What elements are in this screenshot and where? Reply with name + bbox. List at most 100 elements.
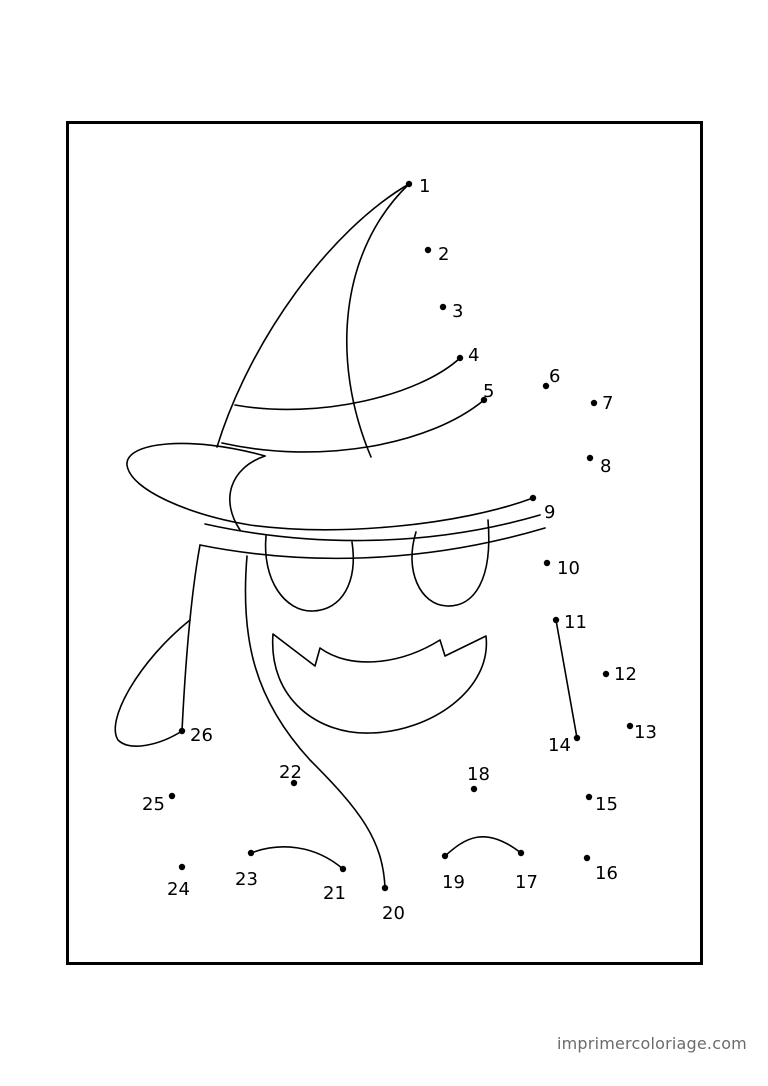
dot-number-label: 24 xyxy=(167,879,190,900)
dot-number-label: 18 xyxy=(467,764,490,785)
ghost-body-line xyxy=(244,555,386,889)
mouth xyxy=(271,633,488,734)
dot-number-label: 17 xyxy=(515,872,538,893)
watermark-text: imprimercoloriage.com xyxy=(557,1034,747,1053)
dot-number-label: 16 xyxy=(595,863,618,884)
dot-number-label: 8 xyxy=(600,456,611,477)
dot-4: 4 xyxy=(456,345,479,366)
dot-marker xyxy=(543,559,551,567)
dot-8: 8 xyxy=(586,454,611,477)
ghost-left-side xyxy=(181,544,201,732)
dot-number-label: 25 xyxy=(142,794,165,815)
dot-number-label: 15 xyxy=(595,794,618,815)
dot-marker xyxy=(247,849,255,857)
dot-number-label: 26 xyxy=(190,725,213,746)
dot-3: 3 xyxy=(439,301,463,322)
right-eye xyxy=(411,519,490,607)
dot-13: 13 xyxy=(626,722,657,743)
dot-number-label: 23 xyxy=(235,869,258,890)
dot-number-label: 4 xyxy=(468,345,479,366)
dot-21: 21 xyxy=(323,865,347,904)
dot-marker xyxy=(602,670,610,678)
dot-number-label: 9 xyxy=(544,502,555,523)
dot-marker xyxy=(178,863,186,871)
dot-marker xyxy=(441,852,449,860)
dot-marker xyxy=(381,884,389,892)
dot-marker xyxy=(470,785,478,793)
dot-23: 23 xyxy=(235,849,258,890)
dot-number-label: 14 xyxy=(548,735,571,756)
dot-2: 2 xyxy=(424,244,449,265)
dot-17: 17 xyxy=(515,849,538,893)
dot-marker xyxy=(626,722,634,730)
left-eye xyxy=(264,535,354,612)
dot-number-label: 1 xyxy=(419,176,430,197)
hat-band-top xyxy=(234,357,461,411)
dot-10: 10 xyxy=(543,558,580,579)
dot-number-label: 13 xyxy=(634,722,657,743)
dot-number-label: 6 xyxy=(549,366,560,387)
dot-24: 24 xyxy=(167,863,190,900)
dot-number-label: 22 xyxy=(279,762,302,783)
segment-19-17 xyxy=(444,835,522,857)
dot-14: 14 xyxy=(548,734,581,756)
dot-marker xyxy=(586,454,594,462)
dot-25: 25 xyxy=(142,792,176,815)
hat-cone-left xyxy=(216,183,410,448)
dot-marker xyxy=(585,793,593,801)
dot-number-label: 7 xyxy=(602,393,613,414)
dot-number-label: 12 xyxy=(614,664,637,685)
dot-18: 18 xyxy=(467,764,490,793)
hat-brim-inner xyxy=(229,455,266,531)
segment-11-14 xyxy=(555,619,578,739)
dot-marker xyxy=(573,734,581,742)
dot-marker xyxy=(424,246,432,254)
dot-number-label: 20 xyxy=(382,903,405,924)
dot-marker xyxy=(542,382,550,390)
dot-number-label: 2 xyxy=(438,244,449,265)
hat-cone-fold xyxy=(345,183,410,458)
segment-23-21 xyxy=(250,846,344,870)
hat-brim-outer xyxy=(126,442,534,531)
numbered-dots: 1234567891011121314151617181920212223242… xyxy=(142,176,657,924)
hat-underband-bottom xyxy=(199,527,546,560)
dot-11: 11 xyxy=(552,612,587,633)
hat-underband-top xyxy=(204,514,541,542)
dot-number-label: 11 xyxy=(564,612,587,633)
dot-marker xyxy=(529,494,537,502)
dot-marker xyxy=(439,303,447,311)
dot-marker xyxy=(178,727,186,735)
dot-marker xyxy=(480,396,488,404)
dot-20: 20 xyxy=(381,884,405,924)
drawing-frame xyxy=(66,121,703,965)
dot-5: 5 xyxy=(480,381,494,404)
dot-19: 19 xyxy=(441,852,465,893)
dot-number-label: 19 xyxy=(442,872,465,893)
hat-band-bottom xyxy=(221,399,485,453)
dot-number-label: 5 xyxy=(483,381,494,402)
dot-marker xyxy=(552,616,560,624)
dot-marker xyxy=(405,180,413,188)
dot-marker xyxy=(339,865,347,873)
dot-16: 16 xyxy=(583,854,618,884)
dot-marker xyxy=(290,779,298,787)
dot-26: 26 xyxy=(178,725,213,746)
dot-marker xyxy=(517,849,525,857)
dot-marker xyxy=(590,399,598,407)
ghost-arm xyxy=(114,619,191,747)
dot-22: 22 xyxy=(279,762,302,787)
dot-marker xyxy=(168,792,176,800)
dot-1: 1 xyxy=(405,176,430,197)
dot-number-label: 10 xyxy=(557,558,580,579)
dot-marker xyxy=(456,354,464,362)
dot-15: 15 xyxy=(585,793,618,815)
dot-6: 6 xyxy=(542,366,560,390)
dot-7: 7 xyxy=(590,393,613,414)
dot-number-label: 21 xyxy=(323,883,346,904)
dot-marker xyxy=(583,854,591,862)
dot-12: 12 xyxy=(602,664,637,685)
dot-number-label: 3 xyxy=(452,301,463,322)
dot-9: 9 xyxy=(529,494,555,523)
